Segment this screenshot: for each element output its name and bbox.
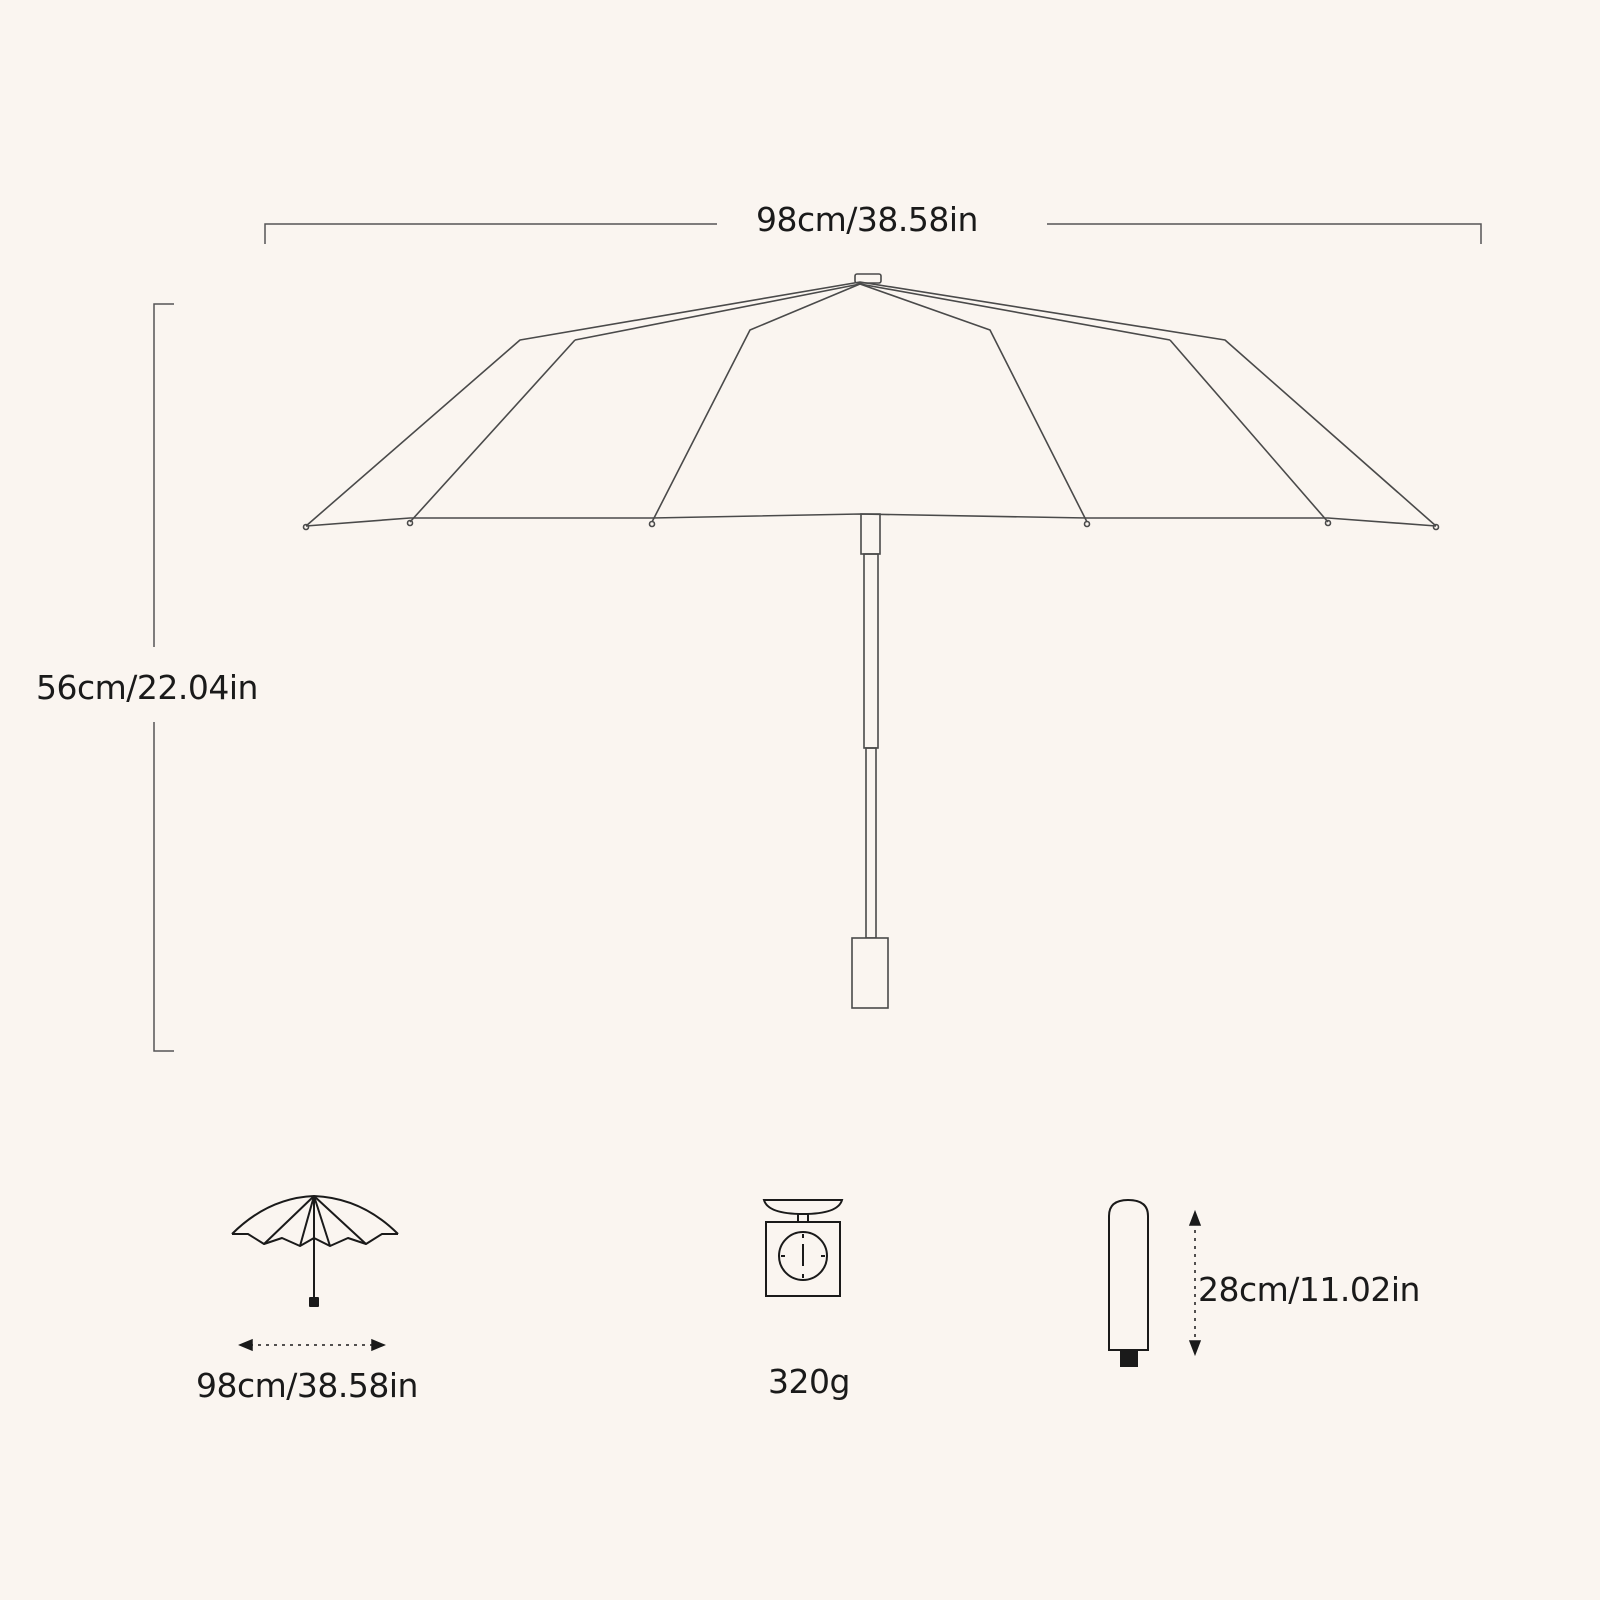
scale-icon bbox=[762, 1199, 844, 1297]
weight-label: 320g bbox=[768, 1362, 850, 1401]
umbrella-shaft bbox=[851, 513, 889, 1009]
open-height-label: 56cm/22.04in bbox=[36, 668, 258, 707]
height-dimension-line bbox=[153, 303, 174, 1052]
open-width-label: 98cm/38.58in bbox=[756, 200, 978, 239]
folded-length-label: 28cm/11.02in bbox=[1198, 1270, 1420, 1309]
width-arrow-icon bbox=[238, 1338, 386, 1352]
folded-umbrella-icon bbox=[1108, 1198, 1149, 1367]
diameter-label: 98cm/38.58in bbox=[196, 1366, 418, 1405]
length-arrow-icon bbox=[1188, 1209, 1202, 1357]
umbrella-icon bbox=[231, 1195, 399, 1307]
umbrella-canopy bbox=[302, 273, 1440, 531]
width-dimension-line bbox=[264, 223, 1482, 244]
